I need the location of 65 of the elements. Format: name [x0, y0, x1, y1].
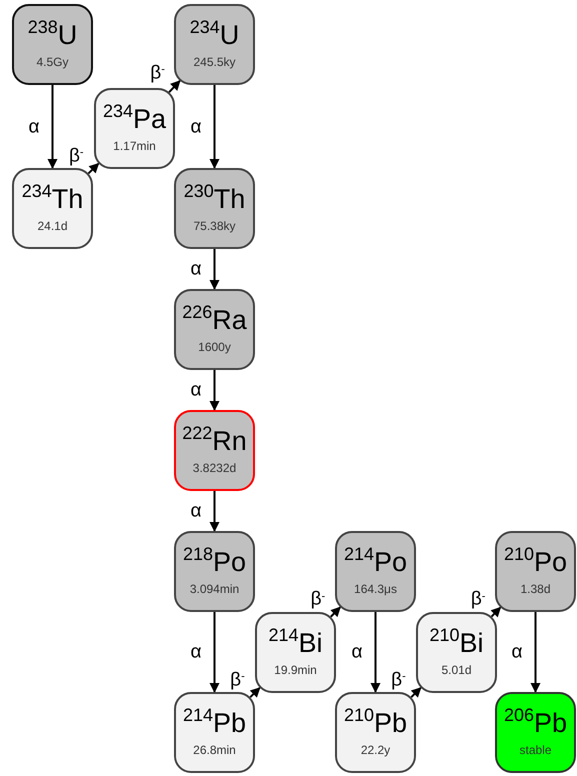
half-life: 26.8min — [193, 742, 236, 758]
half-life: 3.094min — [190, 580, 240, 596]
nuclide-symbol: $^{234}$Th — [22, 184, 84, 214]
half-life: 245.5ky — [193, 54, 236, 70]
half-life: 3.8232d — [192, 460, 236, 476]
nuclide-box — [94, 88, 175, 169]
edge-label: β$^{-}$ — [470, 590, 486, 609]
arrow — [330, 606, 341, 618]
nuclide-box — [335, 531, 416, 612]
half-life: 24.1d — [37, 218, 68, 234]
nuclide-box — [12, 4, 93, 85]
nuclide-box — [495, 531, 576, 612]
nuclide-symbol: $^{210}$Po — [504, 546, 568, 576]
arrow — [210, 612, 220, 693]
nuclide-symbol: $^{230}$Th — [184, 184, 246, 214]
half-life: stable — [519, 742, 552, 758]
nuclide-box — [495, 692, 576, 773]
half-life: 4.5Gy — [36, 54, 68, 70]
nuclide-symbol: $^{222}$Rn — [182, 426, 247, 456]
nuclide-symbol: $^{210}$Pb — [344, 708, 408, 738]
nuclide-symbol: $^{234}$Pa — [102, 104, 166, 134]
nuclide-box — [416, 612, 497, 693]
nuclide-box — [174, 410, 255, 491]
half-life: 1.17min — [113, 138, 156, 154]
nuclide-symbol: $^{210}$Bi — [429, 628, 484, 658]
half-life: 5.01d — [441, 662, 472, 678]
half-life: 22.2y — [360, 742, 390, 758]
nuclide-symbol: $^{214}$Bi — [268, 628, 323, 658]
edge-label: β$^{-}$ — [310, 590, 326, 609]
nuclide-symbol: $^{214}$Po — [344, 546, 408, 576]
nuclide-box — [174, 168, 255, 249]
edge-label: β$^{-}$ — [149, 63, 166, 82]
nuclide-box — [255, 612, 336, 693]
arrow — [250, 687, 260, 698]
half-life: 1600y — [198, 338, 231, 354]
half-life: 75.38ky — [193, 218, 236, 234]
edge-label: β$^{-}$ — [390, 670, 407, 690]
half-life: 19.9min — [274, 662, 317, 678]
half-life: 1.38d — [520, 580, 551, 596]
arrow — [210, 85, 220, 169]
nuclide-symbol: $^{206}$Pb — [504, 708, 568, 738]
edge-label: β$^{-}$ — [229, 670, 246, 690]
nuclide-symbol: $^{234}$U — [190, 20, 240, 50]
arrow — [490, 606, 502, 618]
nuclide-box — [174, 692, 255, 773]
arrow — [48, 85, 58, 169]
nuclide-box — [335, 692, 416, 773]
arrow — [210, 491, 220, 532]
arrow — [88, 162, 100, 174]
arrow — [210, 370, 220, 411]
nuclide-symbol: $^{214}$Pb — [182, 708, 246, 738]
arrow — [530, 612, 540, 693]
half-life: 164.3μs — [354, 580, 397, 596]
nuclide-box — [174, 289, 255, 370]
nuclide-box — [174, 531, 255, 612]
edge-label: β$^{-}$ — [68, 146, 85, 166]
nuclide-symbol: $^{226}$Ra — [182, 304, 247, 334]
nuclide-symbol: $^{218}$Po — [182, 546, 246, 576]
nuclide-box — [12, 168, 93, 249]
arrow — [370, 612, 380, 693]
arrow — [210, 249, 220, 290]
nuclide-box — [174, 4, 255, 85]
nuclide-symbol: $^{238}$U — [28, 20, 78, 50]
arrow — [410, 687, 422, 698]
arrow — [168, 80, 181, 93]
